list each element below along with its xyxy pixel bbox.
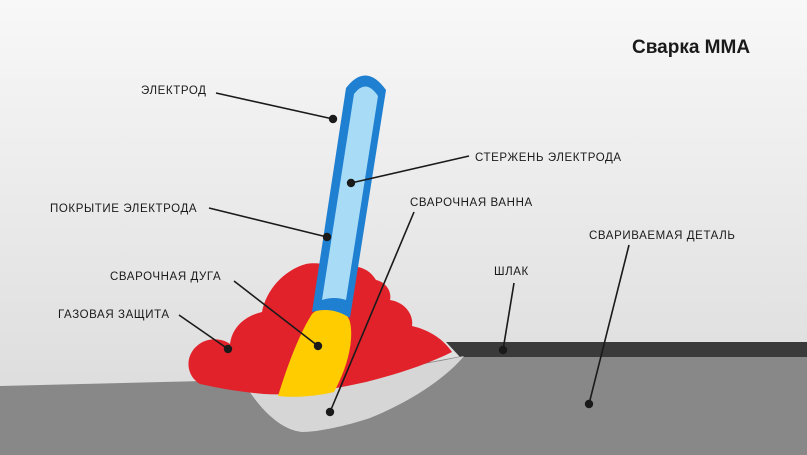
leader-gas-shield — [178, 314, 229, 350]
marker-slag — [498, 345, 508, 355]
label-workpiece: СВАРИВАЕМАЯ ДЕТАЛЬ — [589, 230, 736, 242]
slag-layer — [446, 342, 807, 357]
marker-electrode-core — [346, 178, 356, 188]
leader-electrode-core — [350, 155, 470, 184]
weld-pool — [246, 356, 464, 432]
label-weld-pool: СВАРОЧНАЯ ВАННА — [410, 197, 533, 209]
welding-arc — [278, 306, 352, 397]
marker-weld-pool — [325, 407, 335, 417]
marker-electrode — [328, 114, 338, 124]
leader-electrode-coating — [208, 207, 328, 238]
marker-welding-arc — [313, 341, 323, 351]
leader-slag — [502, 282, 515, 351]
electrode-core — [322, 86, 378, 301]
label-gas-shield: ГАЗОВАЯ ЗАЩИТА — [58, 309, 170, 321]
label-welding-arc: СВАРОЧНАЯ ДУГА — [110, 271, 221, 283]
label-electrode-core: СТЕРЖЕНЬ ЭЛЕКТРОДА — [475, 152, 622, 164]
diagram-title: Сварка ММА — [632, 37, 750, 58]
leader-workpiece — [588, 244, 630, 405]
marker-workpiece — [584, 399, 594, 409]
label-electrode-coating: ПОКРЫТИЕ ЭЛЕКТРОДА — [50, 203, 197, 215]
leader-electrode — [215, 92, 334, 120]
electrode — [312, 75, 386, 319]
leader-weld-pool — [329, 211, 415, 413]
label-slag: ШЛАК — [494, 266, 529, 278]
marker-electrode-coating — [322, 232, 332, 242]
workpiece — [0, 356, 807, 455]
marker-gas-shield — [223, 344, 233, 354]
label-electrode: ЭЛЕКТРОД — [141, 85, 207, 97]
leader-welding-arc — [233, 280, 319, 347]
